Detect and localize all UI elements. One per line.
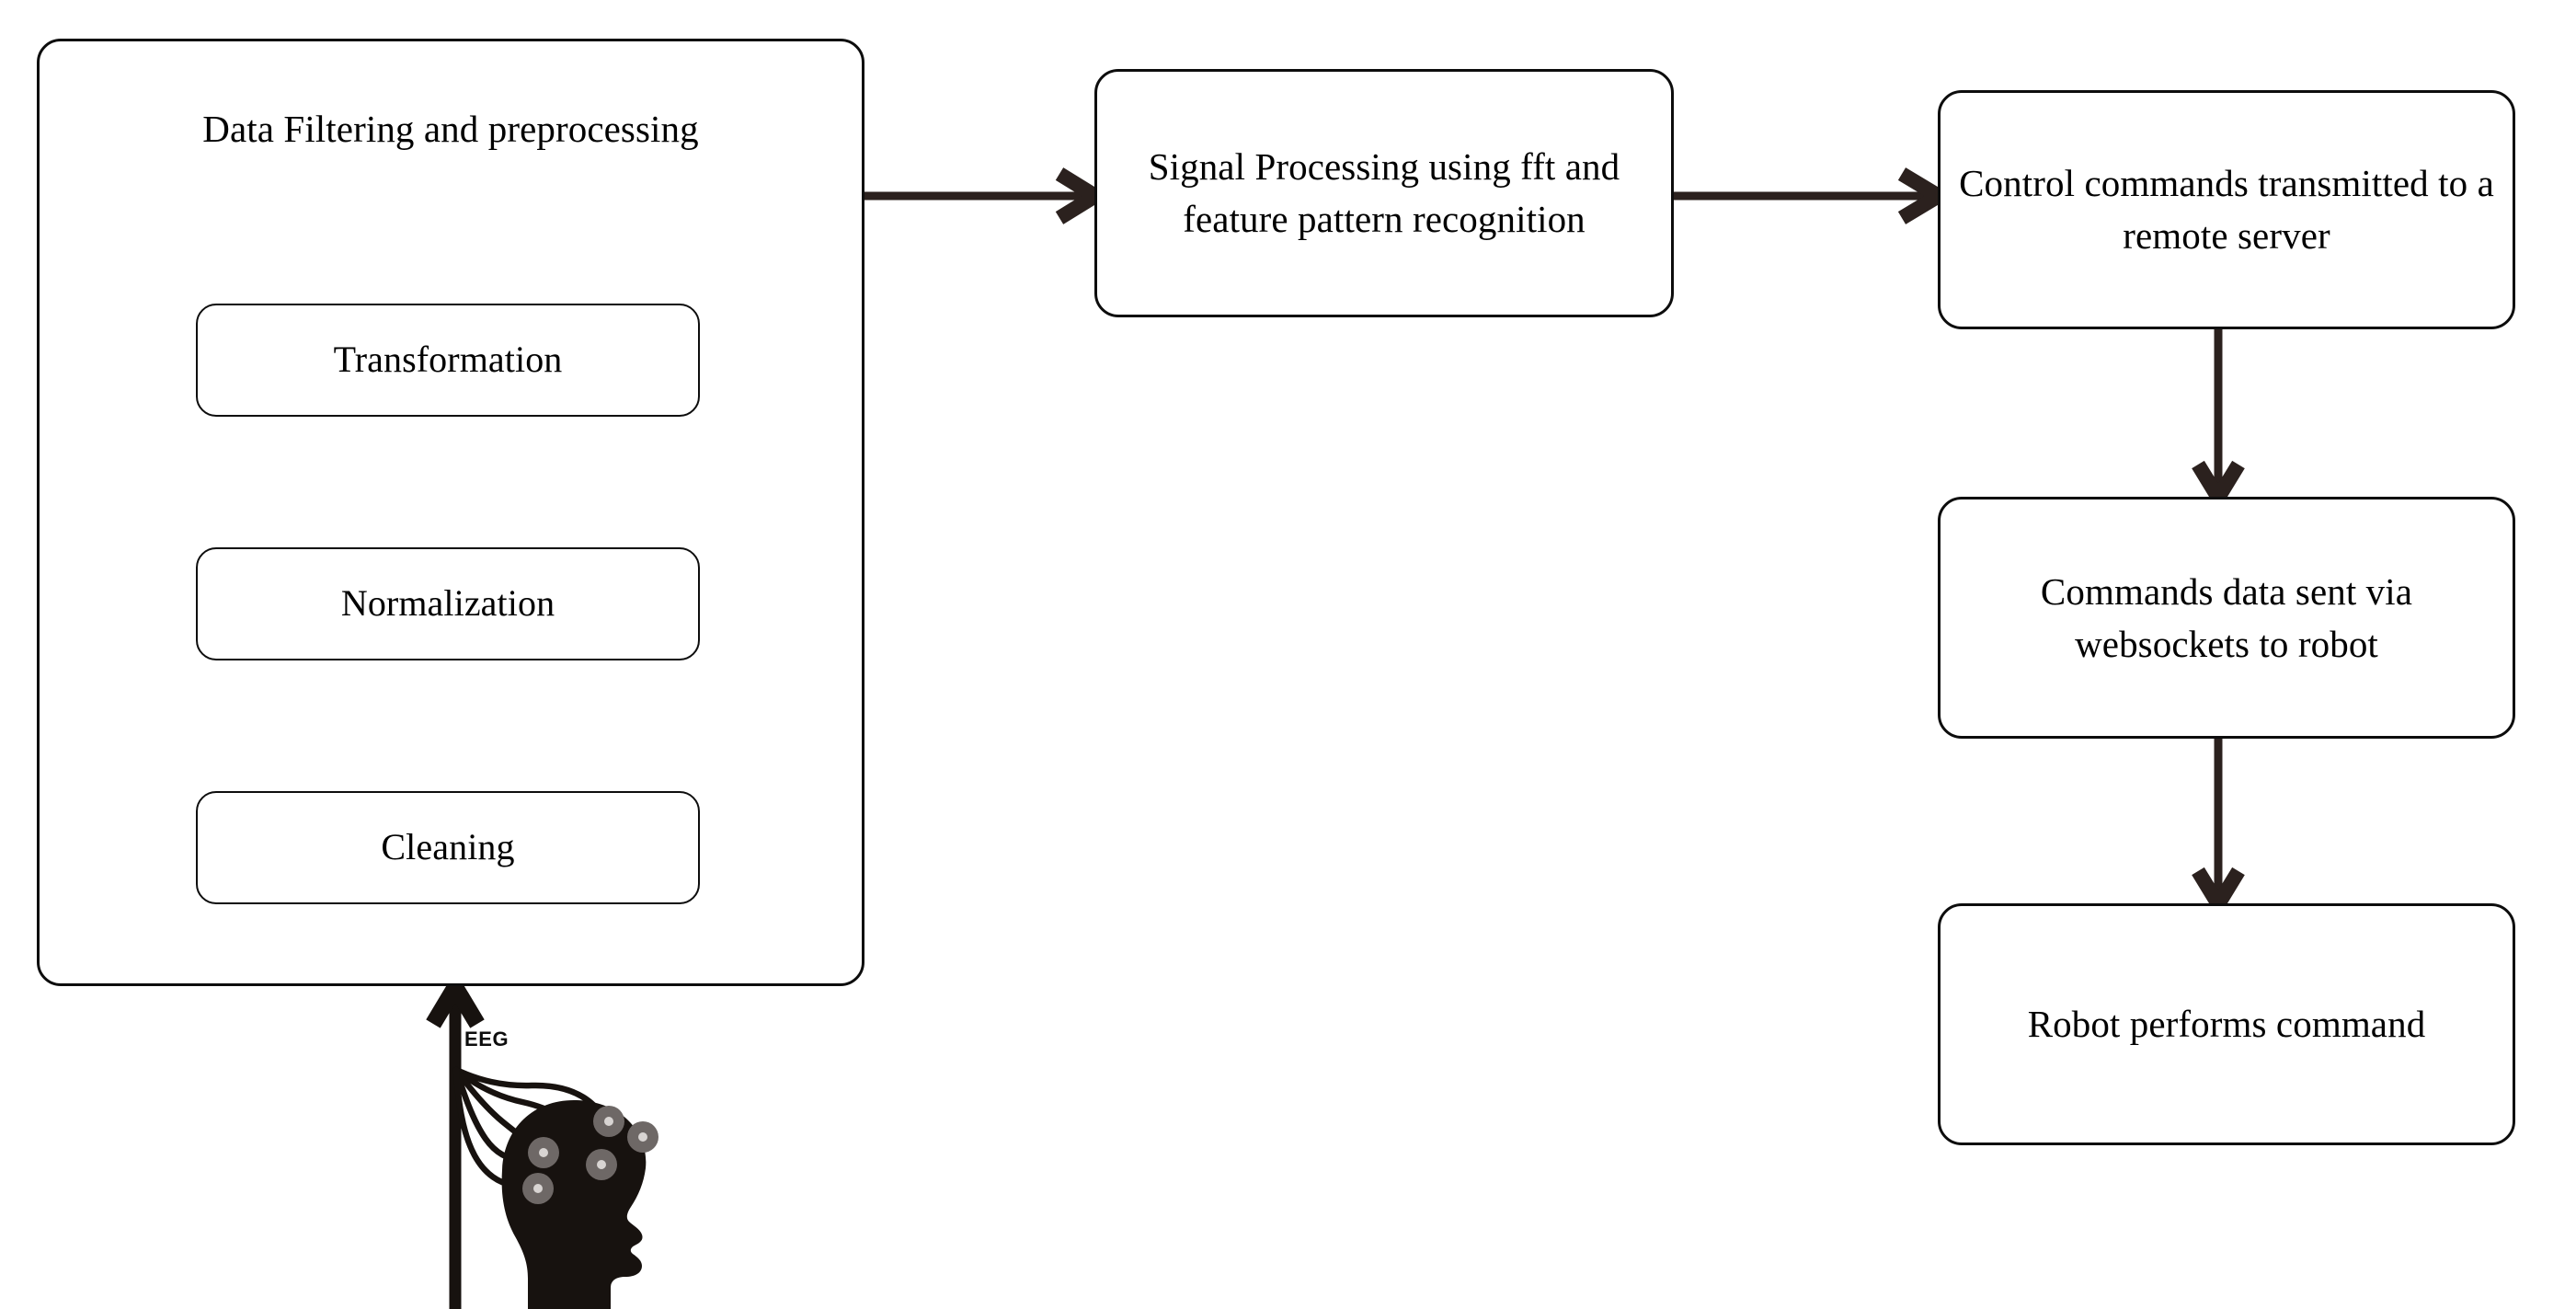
node-label-normalization: Normalization xyxy=(340,582,555,625)
node-label-transformation: Transformation xyxy=(333,339,563,381)
arrow-preprocessing-to-signal-processing xyxy=(864,167,1110,224)
node-websockets[interactable]: Commands data sent via websockets to rob… xyxy=(1938,497,2515,739)
node-cleaning[interactable]: Cleaning xyxy=(196,791,700,904)
eeg-electrodes-icon xyxy=(522,1106,658,1204)
head-silhouette-icon xyxy=(501,1100,647,1309)
node-transformation[interactable]: Transformation xyxy=(196,304,700,417)
node-normalization[interactable]: Normalization xyxy=(196,547,700,660)
node-label-control-commands: Control commands transmitted to a remote… xyxy=(1959,162,2494,257)
node-signal-processing[interactable]: Signal Processing using fft and feature … xyxy=(1094,69,1674,317)
node-label-signal-processing: Signal Processing using fft and feature … xyxy=(1148,145,1620,240)
eeg-head-illustration xyxy=(452,1066,658,1309)
node-label-preprocessing: Data Filtering and preprocessing xyxy=(202,108,699,150)
node-robot-performs[interactable]: Robot performs command xyxy=(1938,903,2515,1145)
node-label-robot-performs: Robot performs command xyxy=(2027,1003,2426,1046)
node-label-websockets: Commands data sent via websockets to rob… xyxy=(2040,569,2413,665)
arrow-control-commands-to-websockets xyxy=(2192,329,2245,512)
eeg-arrow-label: EEG xyxy=(464,1028,509,1051)
arrow-websockets-to-robot-performs xyxy=(2192,739,2245,919)
node-control-commands[interactable]: Control commands transmitted to a remote… xyxy=(1938,90,2515,329)
node-label-cleaning: Cleaning xyxy=(381,826,515,868)
arrow-signal-processing-to-control-commands xyxy=(1674,167,1953,224)
